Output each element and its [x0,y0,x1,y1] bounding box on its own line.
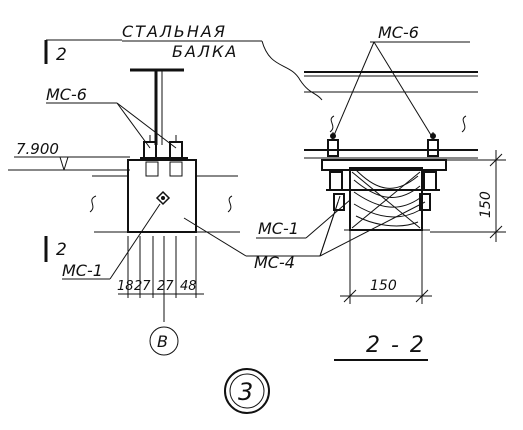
dim-18: 18 [117,279,134,294]
elevation-value: 7.900 [16,140,59,158]
dim-48: 48 [180,279,197,294]
wood-member-section [349,167,423,231]
steel-beam-label-line1: СТАЛЬНАЯ [122,22,227,41]
steel-beam-flange-section [304,71,478,159]
section-number-bottom: 2 [56,240,67,260]
dimension-chain-bottom: 18 27 27 48 [117,236,204,322]
detail-number-marker: 3 [224,368,270,414]
mark-mc4: МС-4 [254,253,295,272]
dim-height-value: 150 [478,191,494,218]
support-bracket-left-view [127,159,197,233]
top-bolts-left-view [140,135,188,159]
mark-mc6-right: МС-6 [378,23,419,42]
section-cut-marker-bottom: 2 [44,236,67,262]
wall-member-section [344,229,430,250]
mark-mc1-right: МС-1 [258,219,299,238]
section-title-block: 2 - 2 [334,333,428,361]
mark-mc1-left: МС-1 [62,261,103,280]
section-number-top: 2 [56,45,67,65]
mark-mc6-left: МС-6 [46,85,87,104]
section-cut-marker-top: 2 [44,39,122,65]
wall-member-left-view [89,175,240,233]
steel-beam-label-line2: БАЛКА [172,42,238,61]
dim-width-value: 150 [370,278,397,294]
dim-27b: 27 [157,279,174,294]
elevation-marker: 7.900 [8,140,130,171]
top-bolts-section [327,132,439,157]
dimension-height-150: 150 [430,150,506,242]
axis-label: В [157,332,168,351]
section-title: 2 - 2 [366,333,426,358]
anchor-diamond-icon [155,190,171,206]
dim-27a: 27 [134,279,151,294]
detail-number: 3 [238,378,253,406]
axis-bubble-b: В [149,326,179,356]
dimension-width-150: 150 [340,250,432,304]
